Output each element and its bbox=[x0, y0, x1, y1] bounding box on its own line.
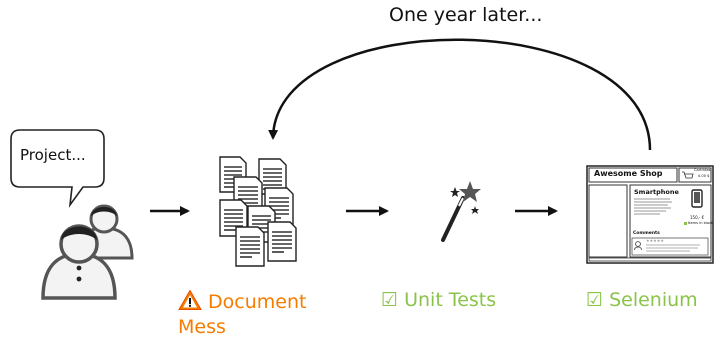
warning-triangle-icon bbox=[178, 289, 202, 311]
speech-bubble bbox=[10, 129, 105, 208]
speech-bubble-text: Project... bbox=[20, 146, 86, 164]
product-name: Smartphone bbox=[634, 188, 679, 196]
checkbox-icon: ☑ bbox=[586, 289, 604, 311]
documents-icon bbox=[219, 156, 297, 267]
cart-label: Cartridas bbox=[694, 168, 711, 172]
product-price: 150,- € bbox=[690, 215, 705, 220]
stage-name-document-mess: Document Mess bbox=[178, 291, 307, 338]
stage-document-mess: Document Mess bbox=[178, 289, 368, 340]
shop-title: Awesome Shop bbox=[594, 169, 663, 178]
stage-name-selenium: Selenium bbox=[609, 289, 698, 311]
cycle-arrow bbox=[268, 38, 652, 151]
stage-name-unit-tests: Unit Tests bbox=[404, 289, 497, 311]
cart-total: 0.00 $ bbox=[698, 174, 710, 178]
checkbox-icon: ☑ bbox=[381, 289, 399, 311]
stock-status: Items in stock bbox=[688, 221, 714, 225]
team-users-icon bbox=[41, 204, 134, 300]
stage-selenium: ☑ Selenium bbox=[586, 289, 698, 311]
comment-rating: ★★★★★ bbox=[646, 238, 664, 243]
cycle-label: One year later... bbox=[389, 4, 543, 26]
shop-mockup bbox=[586, 165, 714, 264]
magic-wand-icon bbox=[441, 181, 481, 242]
comments-label: Comments bbox=[633, 231, 660, 236]
stage-unit-tests: ☑ Unit Tests bbox=[381, 289, 496, 311]
